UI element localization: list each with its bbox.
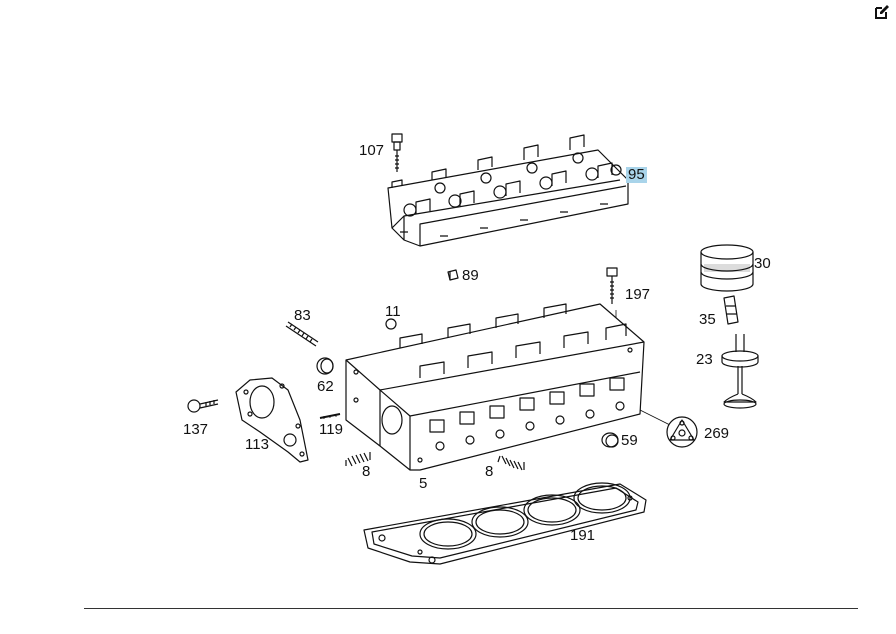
plug-59-drawing [601,432,619,448]
callout-35[interactable]: 35 [699,311,716,328]
stud-83-drawing [285,321,319,347]
callout-119[interactable]: 119 [319,421,343,438]
callout-30[interactable]: 30 [754,255,771,272]
callout-89[interactable]: 89 [462,267,479,284]
plug-62-drawing [316,357,334,375]
callout-62[interactable]: 62 [317,378,334,395]
bolt-197-drawing [606,267,618,320]
plug-11-drawing [385,318,397,330]
tappet-30-drawing [700,244,754,292]
callout-59[interactable]: 59 [621,432,638,449]
bolt-107-drawing [391,133,403,172]
callout-23[interactable]: 23 [696,351,713,368]
callout-5[interactable]: 5 [419,475,428,492]
callout-191[interactable]: 191 [570,527,596,544]
callout-8-left[interactable]: 8 [362,463,371,480]
camshaft-housing-95-drawing [387,134,629,247]
callout-113[interactable]: 113 [245,436,269,453]
bolt-137-drawing [187,399,219,413]
spring-8-left-drawing [345,452,371,467]
callout-83[interactable]: 83 [294,307,311,324]
edit-button[interactable] [872,2,892,22]
spring-8-right-drawing [497,455,525,471]
divider-line [84,608,858,609]
cap-89-drawing [447,269,459,281]
callout-95[interactable]: 95 [626,166,647,183]
valve-23-drawing [721,334,759,409]
callout-8-right[interactable]: 8 [485,463,494,480]
cylinder-head-5-drawing [345,303,673,471]
callout-107[interactable]: 107 [359,142,385,159]
callout-197[interactable]: 197 [625,286,651,303]
retainer-35-drawing [723,295,739,325]
callout-11[interactable]: 11 [385,303,401,320]
dowel-119-drawing [319,413,341,419]
cover-113-drawing [235,377,309,463]
edit-icon [875,5,889,19]
flange-269-drawing [666,416,698,448]
callout-137[interactable]: 137 [183,421,209,438]
gasket-191-drawing [363,482,647,565]
callout-269[interactable]: 269 [704,425,730,442]
